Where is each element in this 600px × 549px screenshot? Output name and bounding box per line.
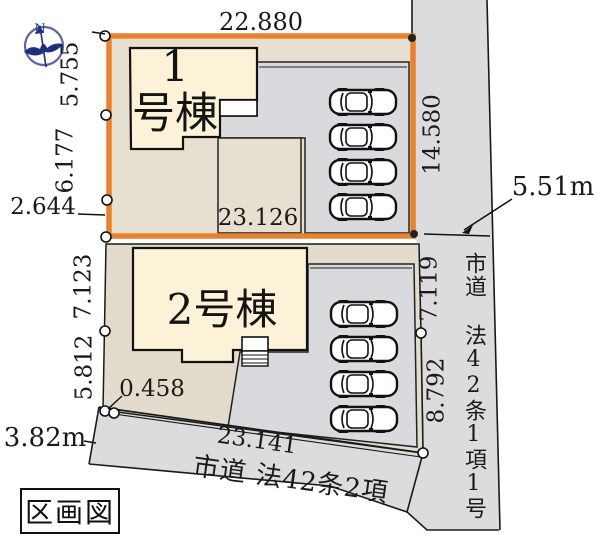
compass-icon: N bbox=[23, 22, 65, 68]
dim-lot2-left-lower: 5.812 bbox=[71, 334, 98, 401]
building-2-label: 2号棟 bbox=[166, 285, 278, 334]
road-right-name: 市道 法42条1項1号 bbox=[461, 252, 486, 520]
compass-north-label: N bbox=[34, 22, 45, 37]
building-1-label-line2: 号棟 bbox=[132, 89, 218, 139]
dim-lot1-top: 22.880 bbox=[219, 8, 303, 36]
lot1-highlight-border bbox=[106, 33, 416, 239]
dimension-leaders bbox=[77, 31, 513, 444]
dim-lot1-left-middle: 6.177 bbox=[52, 127, 79, 194]
car-icon bbox=[329, 403, 399, 435]
car-icon bbox=[328, 86, 398, 118]
lot1-corner-dot bbox=[410, 230, 418, 238]
building-1 bbox=[128, 46, 259, 151]
dim-lot2-right-upper: 7.119 bbox=[416, 255, 443, 322]
dim-lot2-right-lower: 8.792 bbox=[423, 357, 450, 424]
dim-road-right-width: 5.51m bbox=[511, 172, 595, 202]
building-2 bbox=[131, 246, 309, 364]
dim-lot1-left-lower: 2.644 bbox=[10, 194, 76, 220]
dim-lot2-corner-offset: 0.458 bbox=[119, 376, 185, 402]
car-icon bbox=[328, 121, 398, 153]
building-1-porch bbox=[219, 99, 258, 117]
leader-arrowhead bbox=[462, 225, 473, 234]
car-icon bbox=[329, 333, 399, 365]
car-icon bbox=[329, 298, 399, 330]
building-2-stairs bbox=[241, 350, 269, 367]
legend-label: 区画図 bbox=[24, 496, 115, 529]
car-icon bbox=[328, 156, 398, 188]
building-1-label-line1: 1 bbox=[161, 42, 189, 92]
road-bottom-surface bbox=[89, 407, 423, 512]
car-icon bbox=[328, 191, 398, 223]
legend-box: 区画図 bbox=[20, 488, 120, 534]
dim-lot1-right: 14.580 bbox=[419, 94, 446, 175]
car-icon bbox=[329, 368, 399, 400]
building-1-label: 1 号棟 bbox=[113, 44, 237, 138]
road-right-surface bbox=[407, 0, 500, 530]
lot1-driveway bbox=[217, 137, 302, 234]
dim-road-bottom-width: 3.82m bbox=[3, 423, 87, 453]
dim-lot1-bottom: 23.126 bbox=[217, 205, 299, 231]
lot1-corner-dot bbox=[408, 34, 416, 42]
dim-lot1-left-upper: 5.755 bbox=[57, 41, 84, 108]
road-bottom-boundary-double-line bbox=[98, 406, 424, 458]
building-2-porch bbox=[241, 336, 269, 352]
dim-lot2-left-upper: 7.123 bbox=[70, 253, 97, 320]
